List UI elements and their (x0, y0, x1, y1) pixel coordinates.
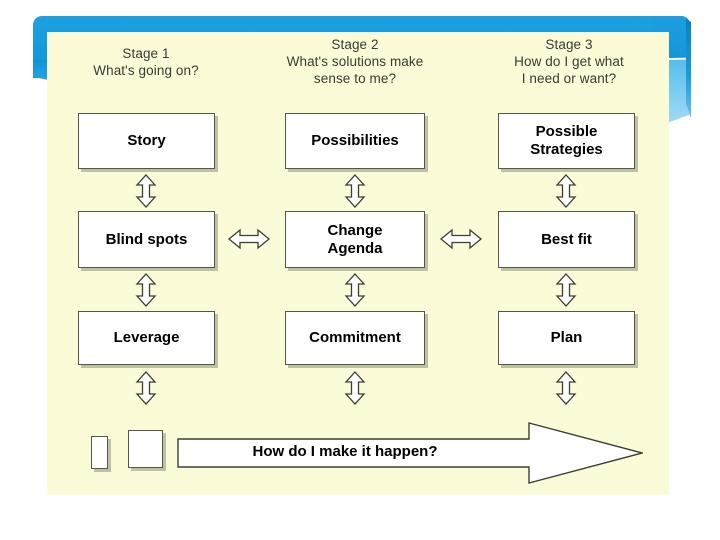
double-arrow-horizontal-icon (228, 228, 270, 250)
box-plan-label: Plan (550, 329, 583, 346)
double-arrow-vertical-icon (344, 174, 366, 208)
box-change-agenda-label-line1: Change (327, 221, 383, 239)
box-leverage-label: Leverage (113, 329, 180, 346)
box-story-label: Story (127, 132, 166, 149)
box-leverage[interactable]: Leverage (78, 311, 215, 365)
block-arrow-right-icon (177, 422, 643, 484)
box-story[interactable]: Story (78, 113, 215, 169)
box-change-agenda[interactable]: Change Agenda (285, 211, 425, 268)
stage-1-question: What's going on? (93, 63, 199, 78)
stage-2-question-line1: What's solutions make (286, 54, 424, 69)
double-arrow-vertical-icon (555, 174, 577, 208)
stage-3-question-line2: I need or want? (521, 71, 617, 86)
double-arrow-vertical-icon (555, 371, 577, 405)
box-best-fit[interactable]: Best fit (498, 211, 635, 268)
double-arrow-vertical-icon (344, 273, 366, 307)
stage-2-title: Stage 2 (331, 37, 379, 52)
box-blind-spots-label: Blind spots (105, 230, 188, 248)
box-possible-strategies-label-line1: Possible (535, 123, 598, 140)
box-commitment[interactable]: Commitment (285, 311, 425, 365)
box-best-fit-label: Best fit (541, 230, 592, 248)
stage-1-header: Stage 1 What's going on? (56, 45, 236, 79)
box-possible-strategies[interactable]: Possible Strategies (498, 113, 635, 169)
stage-1-title: Stage 1 (122, 46, 170, 61)
placeholder-box-small-1[interactable] (91, 436, 108, 469)
box-blind-spots[interactable]: Blind spots (78, 211, 215, 268)
box-possible-strategies-label-line2: Strategies (530, 141, 603, 158)
box-commitment-label: Commitment (309, 329, 401, 346)
stage-2-header: Stage 2 What's solutions make sense to m… (262, 36, 448, 87)
stage-2-question-line2: sense to me? (313, 71, 397, 86)
box-plan[interactable]: Plan (498, 311, 635, 365)
double-arrow-vertical-icon (344, 371, 366, 405)
double-arrow-vertical-icon (135, 371, 157, 405)
double-arrow-vertical-icon (135, 273, 157, 307)
double-arrow-horizontal-icon (440, 228, 482, 250)
double-arrow-vertical-icon (135, 174, 157, 208)
box-possibilities[interactable]: Possibilities (285, 113, 425, 169)
stage-3-header: Stage 3 How do I get what I need or want… (484, 36, 654, 87)
banner-right-edge (686, 18, 691, 118)
stage-3-title: Stage 3 (545, 37, 593, 52)
box-possibilities-label: Possibilities (311, 132, 399, 149)
box-change-agenda-label-line2: Agenda (327, 239, 383, 257)
double-arrow-vertical-icon (555, 273, 577, 307)
stage-3-question-line1: How do I get what (514, 54, 624, 69)
placeholder-box-small-2[interactable] (128, 430, 163, 468)
